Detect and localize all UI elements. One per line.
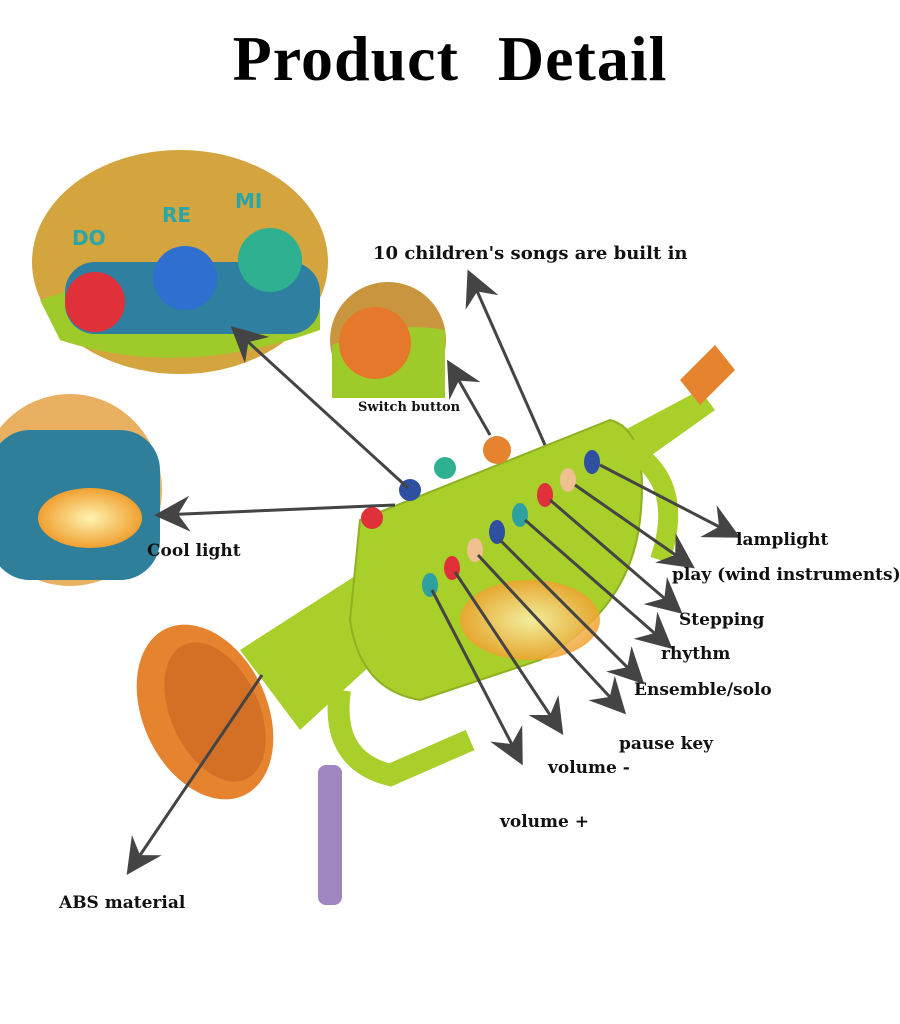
label-cool-light: Cool light bbox=[147, 541, 241, 561]
note-mi: MI bbox=[235, 189, 262, 213]
callout-arrows bbox=[126, 269, 741, 875]
trumpet bbox=[136, 345, 735, 905]
label-abs-material: ABS material bbox=[59, 893, 186, 913]
label-volume-minus: volume - bbox=[548, 758, 630, 778]
tassel bbox=[318, 765, 342, 905]
label-ensemble-solo: Ensemble/solo bbox=[634, 680, 772, 700]
label-volume-plus: volume + bbox=[500, 812, 590, 832]
page-title: Product Detail bbox=[232, 23, 668, 94]
label-pause-key: pause key bbox=[619, 734, 714, 754]
label-stepping: Stepping bbox=[679, 610, 765, 630]
note-re: RE bbox=[162, 203, 191, 227]
cool-light-inset bbox=[0, 394, 162, 586]
label-switch-button: Switch button bbox=[358, 400, 461, 415]
note-do: DO bbox=[72, 226, 106, 250]
label-songs: 10 children's songs are built in bbox=[373, 243, 688, 264]
label-rhythm: rhythm bbox=[661, 644, 731, 664]
do-re-mi-inset: DO RE MI bbox=[32, 150, 328, 374]
label-lamplight: lamplight bbox=[736, 530, 829, 550]
switch-button-inset bbox=[330, 282, 446, 398]
label-play: play (wind instruments) bbox=[672, 565, 900, 585]
